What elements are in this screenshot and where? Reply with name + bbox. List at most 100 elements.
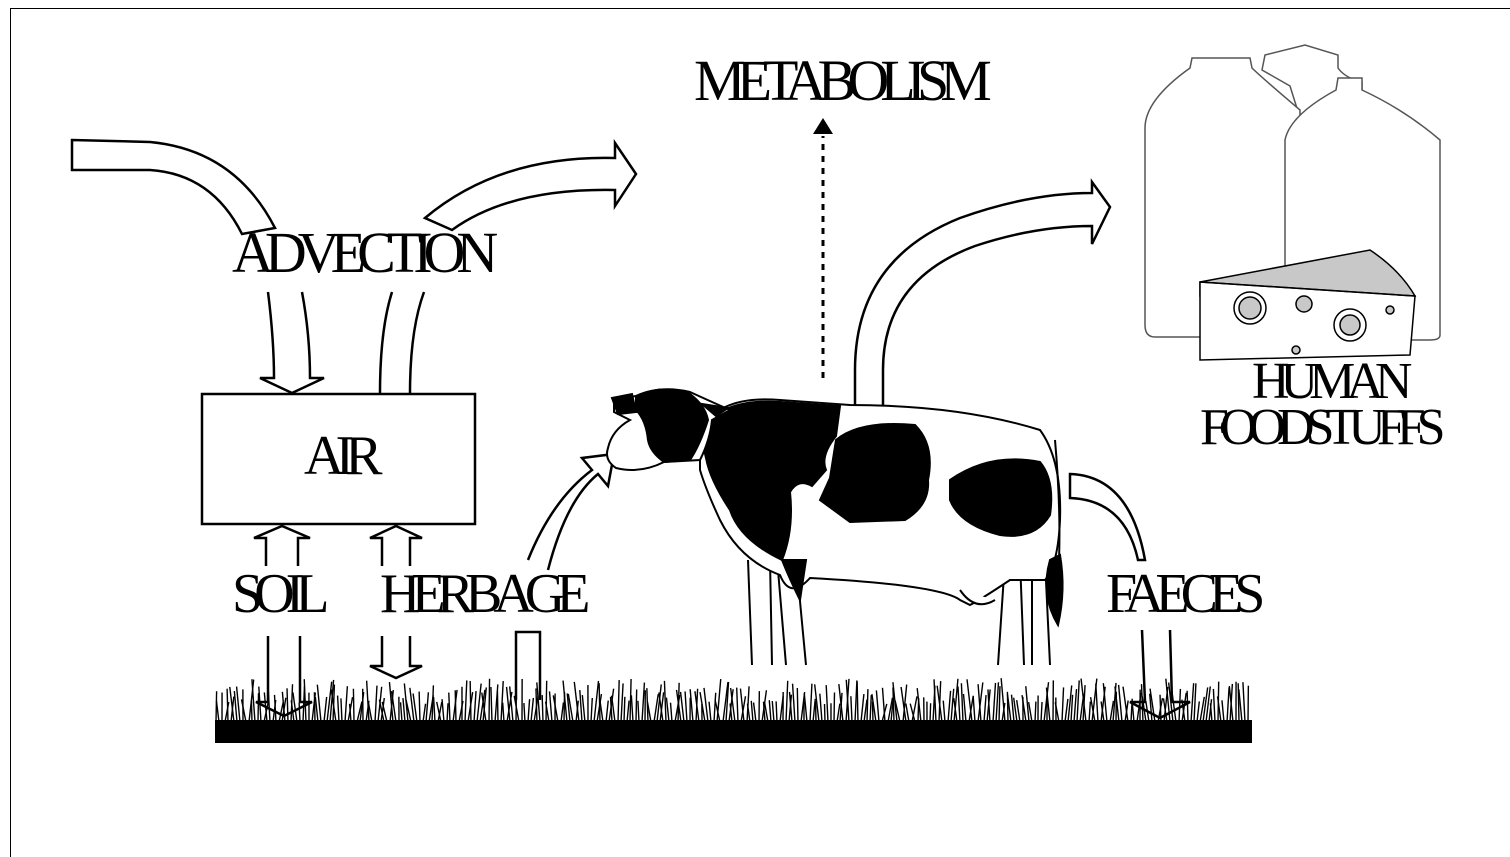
grass-blade xyxy=(685,691,687,722)
grass-blade xyxy=(737,688,738,722)
grass-blade xyxy=(606,701,608,722)
faeces-label: FAECES xyxy=(1106,566,1256,622)
grass-blade xyxy=(851,696,852,722)
grass-blade xyxy=(1187,691,1188,722)
grass-blade xyxy=(287,688,288,722)
grass-blade xyxy=(769,700,771,722)
grass-blade xyxy=(580,690,582,722)
grass-blade xyxy=(561,702,563,722)
grass-blade xyxy=(627,701,629,722)
grass-blade xyxy=(434,697,435,722)
grass-blade xyxy=(951,689,954,722)
grass-blade xyxy=(1065,699,1068,722)
grass-blade xyxy=(546,681,547,722)
grass-blade xyxy=(591,698,592,722)
grass-blade xyxy=(993,683,996,722)
grass-blade xyxy=(948,691,951,722)
grass-blade xyxy=(489,679,490,722)
grass-blade xyxy=(1035,702,1036,722)
grass-blade xyxy=(401,702,402,722)
grass-blade xyxy=(681,692,684,722)
foodstuffs-label: FOODSTUFFS xyxy=(1200,402,1437,454)
cow-to-faeces-arrow xyxy=(1070,474,1145,560)
grass-blade xyxy=(353,689,354,722)
grass-blade xyxy=(419,692,420,722)
grass-blade xyxy=(1179,689,1180,722)
grass-blade xyxy=(1210,703,1212,722)
grass-blade xyxy=(582,695,585,722)
herbage-to-air-arrow xyxy=(370,526,422,566)
grass-blade xyxy=(861,694,864,722)
grass-blade xyxy=(943,701,945,722)
grass-blade xyxy=(1119,685,1122,722)
grass-blade xyxy=(403,698,405,722)
grass-blade xyxy=(251,701,252,722)
air-to-advection-lines xyxy=(380,292,424,393)
grass-blade xyxy=(714,693,716,722)
grass-blade xyxy=(666,698,669,722)
grass-blade xyxy=(934,679,936,722)
air-label: AIR xyxy=(304,428,373,484)
grass-blade xyxy=(1096,684,1098,722)
grass-blade xyxy=(930,703,931,722)
grass-blade xyxy=(664,681,666,722)
grass-blade xyxy=(426,692,428,722)
grass-blade xyxy=(449,693,450,722)
grass-blade xyxy=(470,681,471,722)
grass-blade xyxy=(984,695,986,722)
grass-blade xyxy=(528,699,530,722)
advection-label: ADVECTION xyxy=(232,224,489,282)
grass-blade xyxy=(963,694,966,722)
grass-blade xyxy=(820,694,822,722)
grass-blade xyxy=(242,699,246,722)
grass-blade xyxy=(876,690,879,722)
grass-blade xyxy=(324,697,327,722)
grass-blade xyxy=(826,685,828,722)
grass-blade xyxy=(793,684,795,722)
metabolism-arrowhead xyxy=(813,118,833,134)
grass-blade xyxy=(730,703,732,722)
grass-blade xyxy=(375,686,377,722)
grass-blade xyxy=(299,703,300,722)
grass-blade xyxy=(465,680,467,722)
soil-label: SOIL xyxy=(232,566,320,622)
grass-ground xyxy=(215,678,1252,743)
grass-blade xyxy=(958,686,960,722)
grass-blade xyxy=(709,702,711,722)
grass-blade xyxy=(1194,683,1196,722)
grass-blade xyxy=(867,689,868,722)
grass-blade xyxy=(642,683,644,722)
grass-blade xyxy=(455,690,456,722)
grass-blade xyxy=(1160,695,1161,722)
grass-blade xyxy=(857,681,858,722)
herbage-to-ground-arrow xyxy=(370,636,422,678)
grass-blade xyxy=(304,679,306,722)
advection-outflow-arrow xyxy=(425,143,636,230)
grass-blade xyxy=(1191,683,1194,722)
grass-blade xyxy=(870,695,871,722)
grass-blade xyxy=(837,704,840,722)
grass-blade xyxy=(671,703,672,722)
grass-blade xyxy=(1074,689,1077,722)
grass-blade xyxy=(1062,687,1064,722)
grass-blade xyxy=(624,697,625,722)
grass-blade xyxy=(1238,683,1239,722)
soil-to-air-arrow xyxy=(254,526,310,566)
grass-blade xyxy=(1243,682,1245,722)
grass-blade xyxy=(961,683,963,722)
grass-blade xyxy=(474,691,476,722)
herbage-label: HERBAGE xyxy=(380,566,581,622)
grass-blade xyxy=(345,686,347,722)
grass-blade xyxy=(315,697,318,722)
grass-blade xyxy=(542,695,543,722)
grass-blade xyxy=(550,691,552,722)
grass-blade xyxy=(491,687,492,722)
grass-blade xyxy=(1222,700,1224,722)
grass-blade xyxy=(751,701,753,722)
grass-blade xyxy=(636,690,637,722)
grass-blade xyxy=(797,688,798,722)
advection-to-air-arrow xyxy=(260,292,324,393)
grass-blade xyxy=(447,703,448,722)
grass-blade xyxy=(1227,687,1229,722)
grass-blade xyxy=(531,698,533,722)
